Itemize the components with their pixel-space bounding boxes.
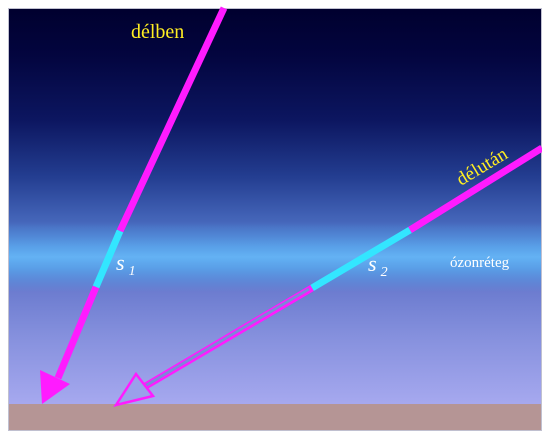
afternoon-ray-ozone-segment	[310, 226, 412, 292]
s2-subscript: 2	[381, 265, 388, 280]
noon-ray-ozone-segment	[92, 229, 124, 289]
afternoon-ray-arrowhead	[113, 371, 156, 407]
ground	[8, 404, 542, 431]
noon-label: délben	[131, 21, 184, 43]
noon-ray-arrowhead	[40, 370, 70, 404]
afternoon-ray-upper	[408, 145, 542, 233]
ozone-layer-label: ózonréteg	[450, 255, 510, 271]
s2-letter: s	[368, 251, 377, 276]
s2-label: s 2	[368, 251, 388, 280]
s1-letter: s	[116, 250, 125, 275]
s1-label: s 1	[116, 250, 136, 279]
noon-ray-lower	[54, 285, 100, 380]
noon-ray-upper	[116, 6, 228, 233]
afternoon-ray	[113, 145, 542, 407]
sky-background	[8, 8, 542, 408]
s1-subscript: 1	[129, 264, 136, 279]
noon-ray	[40, 6, 228, 404]
afternoon-ray-lower-inner	[144, 287, 310, 388]
